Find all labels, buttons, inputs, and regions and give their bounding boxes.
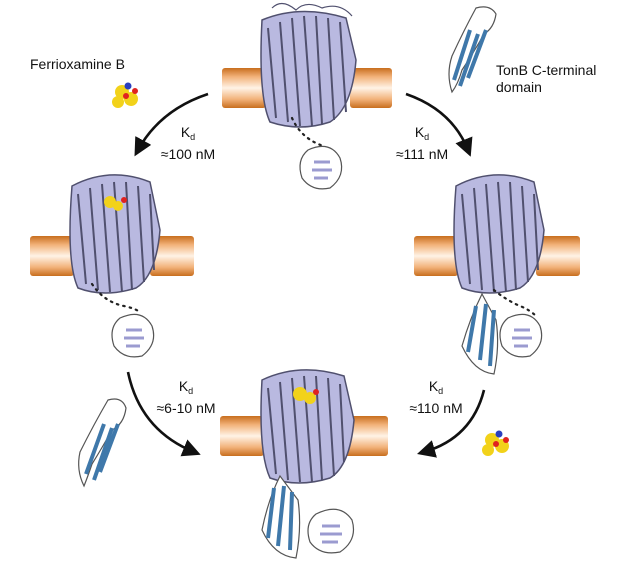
kd-subscript: d	[190, 132, 196, 142]
beta-barrel	[453, 174, 545, 294]
kd-symbol: K	[428, 378, 439, 394]
ferrioxamine-b-molecule	[112, 82, 138, 108]
linker-dots	[492, 288, 538, 318]
kd-value: ≈6-10 nM	[156, 400, 216, 416]
kd-value: ≈111 nM	[395, 146, 449, 162]
kd-top-left: Kd ≈100 nM	[148, 124, 228, 163]
state-tonb-bound	[414, 174, 580, 375]
membrane-right	[150, 236, 194, 276]
plug-domain	[111, 313, 155, 358]
tonb-label-line2: domain	[496, 79, 542, 95]
beta-barrel	[260, 2, 357, 128]
tonb-c-terminal-domain	[78, 398, 127, 488]
state-apo	[222, 2, 392, 190]
tonb-label: TonB C-terminal domain	[496, 62, 596, 96]
kd-symbol: K	[178, 378, 189, 394]
tonb-domain-bound	[261, 474, 301, 559]
membrane-right	[536, 236, 580, 276]
arrow-apo-to-ligand	[134, 92, 209, 157]
membrane-left	[414, 236, 458, 276]
tonb-domain-bound	[461, 292, 499, 375]
plug-domain	[499, 313, 543, 358]
ferrioxamine-label: Ferrioxamine B	[30, 56, 125, 72]
kd-bottom-left: Kd ≈6-10 nM	[144, 378, 228, 417]
kd-symbol: K	[414, 124, 425, 140]
kd-subscript: d	[424, 132, 430, 142]
kd-subscript: d	[188, 386, 194, 396]
kd-value: ≈110 nM	[409, 400, 463, 416]
plug-domain	[299, 145, 343, 190]
plug-domain	[307, 508, 355, 554]
ferrioxamine-b-molecule	[482, 430, 509, 456]
tonb-c-terminal-domain	[448, 6, 497, 94]
membrane-left	[30, 236, 74, 276]
ferrioxamine-ligand-bound	[104, 196, 127, 211]
arrow-tonb-to-complex	[417, 389, 486, 458]
membrane-right	[350, 68, 392, 108]
membrane-left	[220, 416, 264, 456]
linker-dots	[90, 282, 142, 314]
kd-symbol: K	[180, 124, 191, 140]
membrane-right	[344, 416, 388, 456]
membrane-left	[222, 68, 266, 108]
tonb-label-line1: TonB C-terminal	[496, 62, 597, 78]
arrow-ligand-to-complex	[126, 371, 201, 457]
state-ligand-bound	[30, 174, 194, 358]
kd-value: ≈100 nM	[160, 146, 216, 162]
state-ternary-complex	[220, 369, 388, 559]
kd-bottom-right: Kd ≈110 nM	[396, 378, 476, 417]
ferrioxamine-ligand-bound	[293, 387, 319, 404]
kd-top-right: Kd ≈111 nM	[382, 124, 462, 163]
beta-barrel	[260, 369, 355, 484]
beta-barrel	[69, 174, 161, 294]
kd-subscript: d	[438, 386, 444, 396]
arrow-apo-to-tonb	[405, 92, 473, 157]
